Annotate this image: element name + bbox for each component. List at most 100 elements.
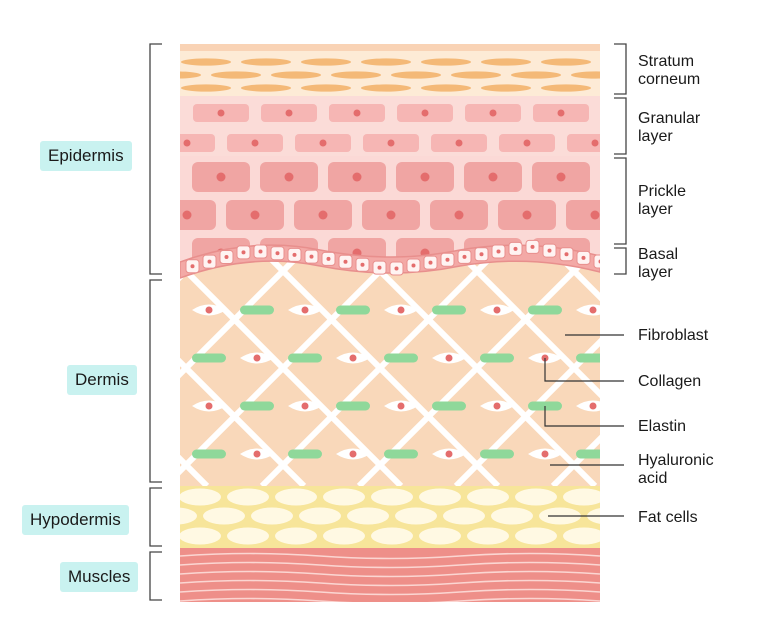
fibroblast-nucleus — [301, 402, 309, 410]
granular-nucleus — [591, 139, 599, 147]
prickle-nucleus — [488, 172, 498, 182]
label-prickle-layer: Prickle layer — [638, 183, 687, 218]
basal-nucleus — [309, 254, 314, 259]
bracket-stratum-corneum — [614, 43, 627, 95]
basal-nucleus — [581, 255, 586, 260]
basal-nucleus — [479, 252, 484, 257]
basal-nucleus — [343, 259, 348, 264]
granular-cell — [567, 134, 600, 152]
prickle-nucleus — [454, 210, 464, 220]
fibroblast-nucleus — [541, 450, 549, 458]
fat-cell — [515, 488, 557, 506]
label-basal-layer: Basal layer — [638, 246, 679, 281]
label-hyaluronic-acid: Hyaluronic acid — [638, 452, 714, 487]
granular-nucleus — [455, 139, 463, 147]
label-collagen: Collagen — [638, 373, 702, 390]
collagen-fiber — [0, 250, 13, 486]
basal-nucleus — [275, 251, 280, 256]
collagen-fiber — [180, 257, 307, 486]
fat-cell — [563, 527, 600, 545]
fat-cell — [515, 527, 557, 545]
fat-cell — [203, 507, 245, 525]
prickle-nucleus — [182, 210, 192, 220]
stratum-corneum-cell — [241, 84, 291, 92]
fibroblast-nucleus — [445, 450, 453, 458]
fibroblast-nucleus — [301, 306, 309, 314]
fibroblast-nucleus — [397, 306, 405, 314]
prickle-nucleus — [216, 172, 226, 182]
fibroblast-nucleus — [253, 354, 261, 362]
elastin-fiber — [528, 305, 562, 315]
elastin-fiber — [576, 353, 600, 363]
granular-nucleus — [285, 109, 293, 117]
basal-nucleus — [428, 260, 433, 265]
fat-cell — [180, 488, 221, 506]
prickle-nucleus — [318, 210, 328, 220]
fat-cell — [371, 527, 413, 545]
basal-nucleus — [547, 248, 552, 253]
basal-cells — [185, 239, 600, 276]
elastin-fiber — [240, 401, 274, 411]
prickle-nucleus — [284, 172, 294, 182]
fibroblast-nucleus — [205, 402, 213, 410]
granular-nucleus — [523, 139, 531, 147]
fibroblast-nucleus — [253, 450, 261, 458]
fat-cell — [419, 488, 461, 506]
elastin-fiber — [288, 353, 322, 363]
fibroblast-nucleus — [397, 402, 405, 410]
elastin-fiber — [192, 449, 226, 459]
bracket-basal — [614, 247, 627, 275]
stratum-corneum-cell — [121, 84, 171, 91]
prickle-cell — [566, 200, 600, 230]
collagen-fiber — [650, 250, 768, 486]
basal-nucleus — [207, 259, 212, 264]
stratum-corneum-cell — [301, 84, 351, 92]
collagen-fiber — [180, 257, 404, 486]
granular-nucleus — [387, 139, 395, 147]
basal-nucleus — [530, 244, 535, 249]
granular-nucleus — [353, 109, 361, 117]
fibroblast-nucleus — [349, 354, 357, 362]
left-brackets — [149, 43, 162, 601]
elastin-fiber — [432, 305, 466, 315]
muscle-fiber — [180, 579, 600, 587]
basal-cell — [593, 254, 600, 269]
stratum-corneum-cell — [451, 71, 501, 79]
prickle-nucleus — [386, 210, 396, 220]
fibroblast-nucleus — [589, 306, 597, 314]
elastin-fiber — [336, 305, 370, 315]
elastin-fiber — [576, 449, 600, 459]
bracket-epidermis — [149, 43, 162, 275]
fat-cell — [563, 488, 600, 506]
muscle-fiber — [180, 561, 600, 569]
fat-cell — [323, 527, 365, 545]
muscle-fiber — [180, 588, 600, 596]
prickle-nucleus — [522, 210, 532, 220]
fat-cell — [347, 507, 389, 525]
basal-nucleus — [411, 263, 416, 268]
collagen-fiber — [650, 250, 768, 486]
collagen-fiber — [356, 257, 598, 486]
collagen-fiber — [747, 250, 768, 486]
prickle-nucleus — [250, 210, 260, 220]
dermis-layer — [180, 257, 600, 486]
elastin-fiber — [336, 401, 370, 411]
basal-nucleus — [564, 252, 569, 257]
fat-cell — [227, 527, 269, 545]
fat-cell — [299, 507, 341, 525]
stratum-corneum-cell — [571, 71, 600, 79]
fat-cell — [443, 507, 485, 525]
prickle-nucleus — [420, 172, 430, 182]
fat-cell — [180, 527, 221, 545]
collagen-fiber — [550, 257, 600, 486]
prickle-nucleus — [590, 210, 600, 220]
basal-nucleus — [224, 255, 229, 260]
stratum-corneum-cell — [541, 84, 591, 92]
fat-cell — [467, 488, 509, 506]
stratum-corneum-cells — [121, 58, 600, 92]
label-granular-layer: Granular layer — [638, 110, 701, 145]
label-hypodermis: Hypodermis — [22, 505, 129, 535]
granular-nucleus — [557, 109, 565, 117]
stratum-corneum-cell — [331, 71, 381, 79]
